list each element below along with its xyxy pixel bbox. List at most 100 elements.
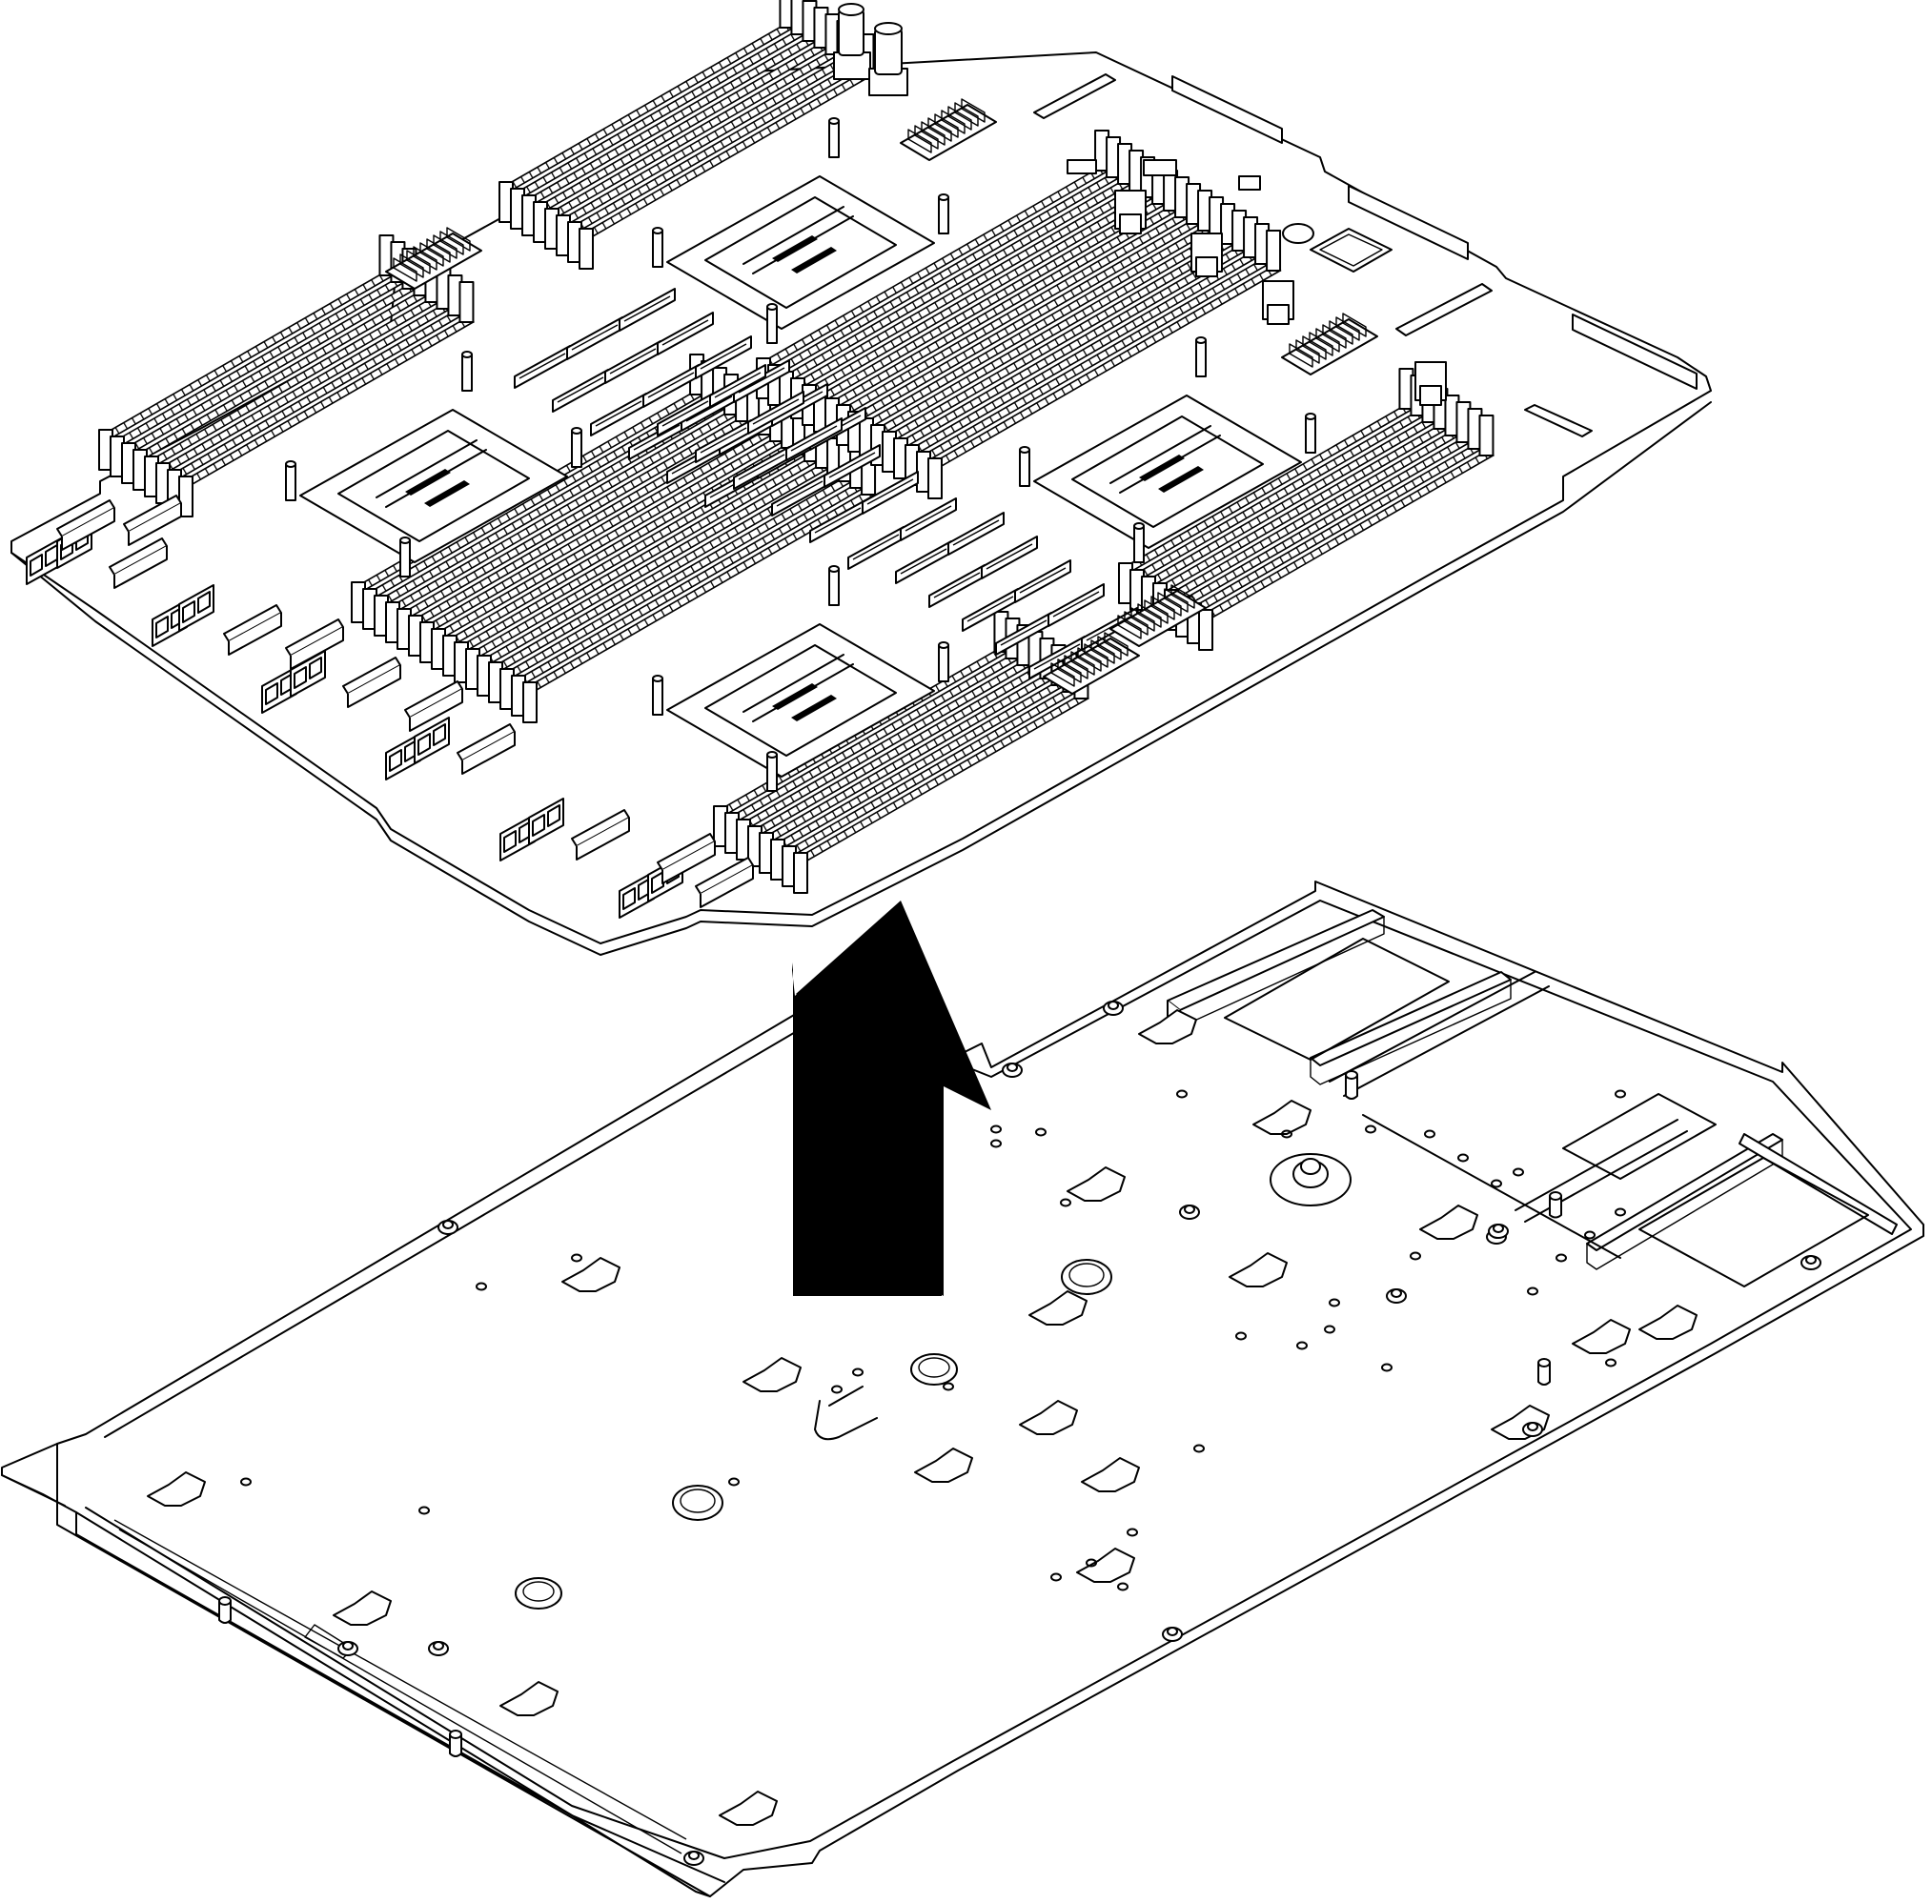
tray-foot	[1572, 1319, 1631, 1354]
tray-hole	[1365, 1124, 1376, 1134]
tray-hole	[1556, 1253, 1567, 1263]
heatsink-fin	[1050, 662, 1075, 687]
connector-slot	[657, 312, 714, 355]
heatsink-fin	[941, 110, 966, 134]
tray-boss-core	[433, 1641, 444, 1651]
tray-round-pad	[1061, 1259, 1112, 1295]
connector-slot-pin	[738, 454, 785, 480]
dimm-latch	[522, 681, 538, 723]
connector-slot	[824, 444, 881, 488]
tray-hole	[1060, 1198, 1071, 1207]
processor-socket	[1019, 336, 1316, 563]
heatsink-fin	[921, 121, 946, 146]
tray-pins	[218, 1070, 1562, 1757]
heatsink-fin	[1084, 643, 1108, 668]
tray-round-pad-inner	[918, 1357, 950, 1378]
heatsink-fin	[1322, 324, 1347, 349]
connector-slot	[747, 391, 804, 435]
connector-slot	[695, 335, 752, 379]
front-connector-port	[532, 814, 545, 837]
dimm-latch	[1266, 230, 1282, 272]
heatsink-fin	[1090, 639, 1115, 664]
tray-hole	[1615, 1207, 1626, 1217]
board-posts	[833, 3, 908, 96]
tray-hole	[1513, 1167, 1524, 1177]
tray-hole	[1117, 1582, 1129, 1591]
dimm-latch	[1478, 415, 1495, 456]
connector-slot-pin	[647, 372, 695, 398]
connector-slot-pin	[952, 519, 1000, 546]
tray-hole	[728, 1477, 740, 1487]
tray-hole	[1491, 1179, 1502, 1188]
connector-slot-pin	[661, 400, 709, 427]
tray-boss-core	[1167, 1627, 1178, 1636]
heatsink-base	[900, 104, 997, 161]
vrm-heatsinks	[385, 98, 1378, 695]
heatsink-fin	[1164, 588, 1189, 613]
heatsink-fin	[927, 117, 952, 142]
tray-foot	[561, 1257, 620, 1292]
front-connector-port	[547, 804, 560, 827]
heatsink-fin	[1130, 607, 1155, 632]
processor-sockets	[285, 117, 1316, 792]
tray-hole	[990, 1124, 1002, 1134]
tray-holes	[240, 1089, 1626, 1591]
tray-hole	[1410, 1251, 1421, 1261]
front-connector-port	[622, 887, 636, 910]
front-slim-connector-body	[409, 689, 463, 732]
tray-foot	[1076, 1548, 1135, 1583]
tray-boss-core	[1007, 1063, 1018, 1072]
tray-slot	[814, 1386, 878, 1441]
heatsink-fin	[1289, 343, 1313, 368]
connector-slot-pin	[623, 295, 671, 322]
connector-slot	[947, 512, 1005, 556]
tray-hole	[1176, 1089, 1188, 1099]
heatsink-fin	[1342, 313, 1367, 337]
tray-foot	[147, 1471, 206, 1507]
tray-hole	[1296, 1341, 1308, 1350]
heatsink-fin	[419, 242, 444, 267]
tray-boss-core	[688, 1851, 700, 1860]
front-slim-connector-body	[290, 627, 344, 670]
connector-slot	[709, 364, 766, 408]
tray-boss-core	[1391, 1288, 1402, 1298]
front-connector-port	[309, 657, 322, 679]
tray-hole	[852, 1367, 864, 1377]
connector-slot-pin	[852, 534, 900, 560]
front-slim-connector-body	[576, 818, 630, 861]
connector-slot	[785, 417, 843, 461]
tray-pad	[1562, 1093, 1717, 1180]
heatsink-fin	[1302, 335, 1327, 360]
heatsink-fin	[934, 113, 959, 138]
front-connector-port	[433, 723, 446, 746]
connector-slot-pin	[595, 400, 642, 427]
connector-slot-pin	[1052, 591, 1100, 618]
heatsink-fin	[406, 250, 431, 274]
heatsink-fin	[1077, 647, 1102, 672]
tray-flange	[113, 1519, 687, 1854]
connector-slot-pin	[814, 507, 862, 534]
connector-slot-pin	[933, 572, 981, 598]
tray-round-pad	[672, 1485, 723, 1521]
heatsink-fin	[954, 102, 979, 127]
tray-foot	[1229, 1252, 1288, 1287]
power-connectors	[1114, 190, 1447, 406]
connector-slot-pin	[1000, 619, 1047, 646]
tray-hole	[1457, 1153, 1469, 1163]
tray-front-lip	[1, 1443, 725, 1897]
heatsink-fin	[1097, 636, 1122, 660]
front-connector-port	[30, 554, 43, 577]
board-chip	[1310, 228, 1393, 273]
front-slim-connector-body	[61, 508, 115, 551]
tray-hole	[1381, 1363, 1393, 1372]
tray-hole	[571, 1253, 582, 1263]
tray-foot	[719, 1791, 778, 1826]
processor-socket	[652, 565, 949, 792]
connector-slots	[514, 288, 1138, 679]
tray-hole	[1329, 1298, 1340, 1307]
heatsink-fin	[1315, 328, 1340, 353]
heatsink-fin	[1137, 603, 1162, 628]
front-connector-port	[155, 616, 169, 638]
